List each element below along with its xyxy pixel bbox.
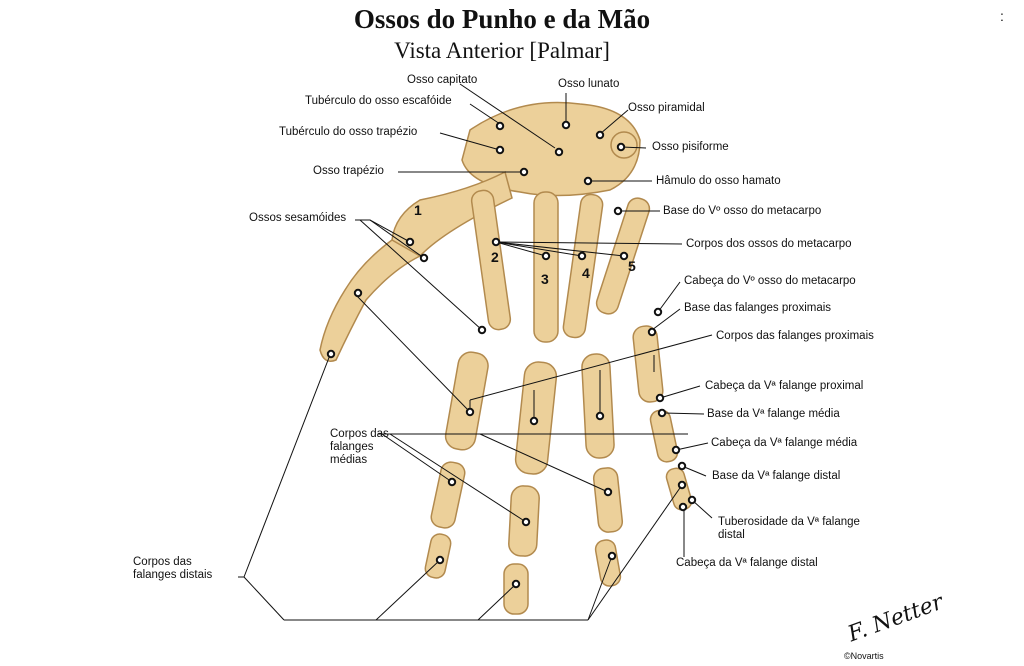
label-metacarpal-bodies: Corpos dos ossos do metacarpo bbox=[686, 238, 852, 250]
label-base-5th-distal-phalanx: Base da Vª falange distal bbox=[712, 470, 841, 482]
point-distal-body-thumb bbox=[677, 480, 687, 490]
point-tuberosity-5th-distal bbox=[687, 495, 697, 505]
point-scaphoid-tubercle bbox=[495, 121, 505, 131]
point-thumb-proximal bbox=[353, 288, 363, 298]
label-scaphoid-tubercle: Tubérculo do osso escafóide bbox=[305, 95, 452, 107]
middle-phalanx-5 bbox=[649, 409, 679, 463]
point-head-5th-middle bbox=[671, 445, 681, 455]
metacarpal-number-5: 5 bbox=[628, 258, 636, 274]
label-lunate: Osso lunato bbox=[558, 78, 620, 90]
metacarpal-number-4: 4 bbox=[582, 265, 590, 281]
distal-phalanx-4 bbox=[594, 539, 622, 587]
point-distal-body-4 bbox=[607, 551, 617, 561]
point-head-5th-proximal bbox=[655, 393, 665, 403]
point-metacarpal-body-4 bbox=[577, 251, 587, 261]
copyright-notice: ©Novartis bbox=[844, 651, 884, 661]
point-metacarpal-body-2 bbox=[491, 237, 501, 247]
point-base-proximal-phalanx bbox=[647, 327, 657, 337]
middle-phalanx-4 bbox=[592, 467, 624, 533]
hand-bones bbox=[319, 101, 693, 615]
label-distal-phalanx-bodies: Corpos das falanges distais bbox=[133, 556, 213, 581]
point-middle-body-3 bbox=[521, 517, 531, 527]
point-metacarpal-body-3 bbox=[541, 251, 551, 261]
label-tuberosity-5th-distal-phalanx: Tuberosidade da Vª falange distal bbox=[718, 516, 860, 541]
metacarpal-number-2: 2 bbox=[491, 249, 499, 265]
label-trapezium-tubercle: Tubérculo do osso trapézio bbox=[279, 126, 418, 138]
point-sesamoid-2 bbox=[419, 253, 429, 263]
label-head-5th-distal-phalanx: Cabeça da Vª falange distal bbox=[676, 557, 818, 569]
metacarpal-3 bbox=[533, 191, 559, 343]
metacarpal-number-1: 1 bbox=[414, 202, 422, 218]
point-metacarpal-body-5 bbox=[619, 251, 629, 261]
point-head-5th-distal bbox=[678, 502, 688, 512]
point-middle-body-2 bbox=[447, 477, 457, 487]
point-middle-body-4 bbox=[603, 487, 613, 497]
label-proximal-phalanx-bodies: Corpos das falanges proximais bbox=[716, 330, 874, 342]
point-triquetrum bbox=[595, 130, 605, 140]
point-lunate bbox=[561, 120, 571, 130]
point-head-2nd-metacarpal bbox=[477, 325, 487, 335]
label-head-5th-metacarpal: Cabeça do Vº osso do metacarpo bbox=[684, 275, 856, 287]
point-base-5th-middle bbox=[657, 408, 667, 418]
point-sesamoid-1 bbox=[405, 237, 415, 247]
label-base-proximal-phalanges: Base das falanges proximais bbox=[684, 302, 832, 314]
proximal-phalanx-5 bbox=[632, 325, 664, 403]
corner-mark: : bbox=[1000, 8, 1004, 24]
label-base-5th-metacarpal: Base do Vº osso do metacarpo bbox=[663, 205, 822, 217]
point-distal-body-2 bbox=[435, 555, 445, 565]
metacarpal-number-3: 3 bbox=[541, 271, 549, 287]
page-title: Ossos do Punho e da Mão bbox=[353, 4, 651, 34]
point-thumb-distal bbox=[326, 349, 336, 359]
label-sesamoids: Ossos sesamóides bbox=[249, 212, 347, 224]
point-distal-body-3 bbox=[511, 579, 521, 589]
point-proximal-body-3 bbox=[529, 416, 539, 426]
point-proximal-body-2 bbox=[465, 407, 475, 417]
point-trapezium-tubercle bbox=[495, 145, 505, 155]
point-proximal-body-4 bbox=[595, 411, 605, 421]
label-points bbox=[326, 120, 697, 589]
point-capitate bbox=[554, 147, 564, 157]
proximal-phalanx-2 bbox=[444, 351, 489, 451]
page-subtitle: Vista Anterior [Palmar] bbox=[394, 38, 610, 63]
label-head-5th-middle-phalanx: Cabeça da Vª falange média bbox=[711, 437, 858, 449]
point-base-5th-metacarpal bbox=[613, 206, 623, 216]
label-hamulus: Hâmulo do osso hamato bbox=[656, 175, 781, 187]
point-head-5th-metacarpal bbox=[653, 307, 663, 317]
label-triquetrum: Osso piramidal bbox=[628, 102, 705, 114]
label-base-5th-middle-phalanx: Base da Vª falange média bbox=[707, 408, 840, 420]
distal-phalanx-3 bbox=[503, 563, 529, 615]
point-pisiform bbox=[616, 142, 626, 152]
label-capitate: Osso capitato bbox=[407, 74, 478, 86]
metacarpal-2 bbox=[470, 189, 512, 331]
distal-phalanx-2 bbox=[424, 533, 452, 579]
middle-phalanx-2 bbox=[430, 461, 466, 529]
point-trapezium bbox=[519, 167, 529, 177]
proximal-phalanx-4 bbox=[581, 353, 615, 459]
leader-lines bbox=[238, 83, 713, 621]
label-head-5th-proximal-phalanx: Cabeça da Vª falange proximal bbox=[705, 380, 864, 392]
point-hamulus bbox=[583, 176, 593, 186]
point-base-5th-distal bbox=[677, 461, 687, 471]
label-pisiform: Osso pisiforme bbox=[652, 141, 729, 153]
label-trapezium: Osso trapézio bbox=[313, 165, 384, 177]
label-middle-phalanx-bodies: Corpos das falanges médias bbox=[330, 428, 389, 466]
thumb-phalanges bbox=[319, 239, 422, 362]
metacarpal-4 bbox=[562, 193, 604, 339]
